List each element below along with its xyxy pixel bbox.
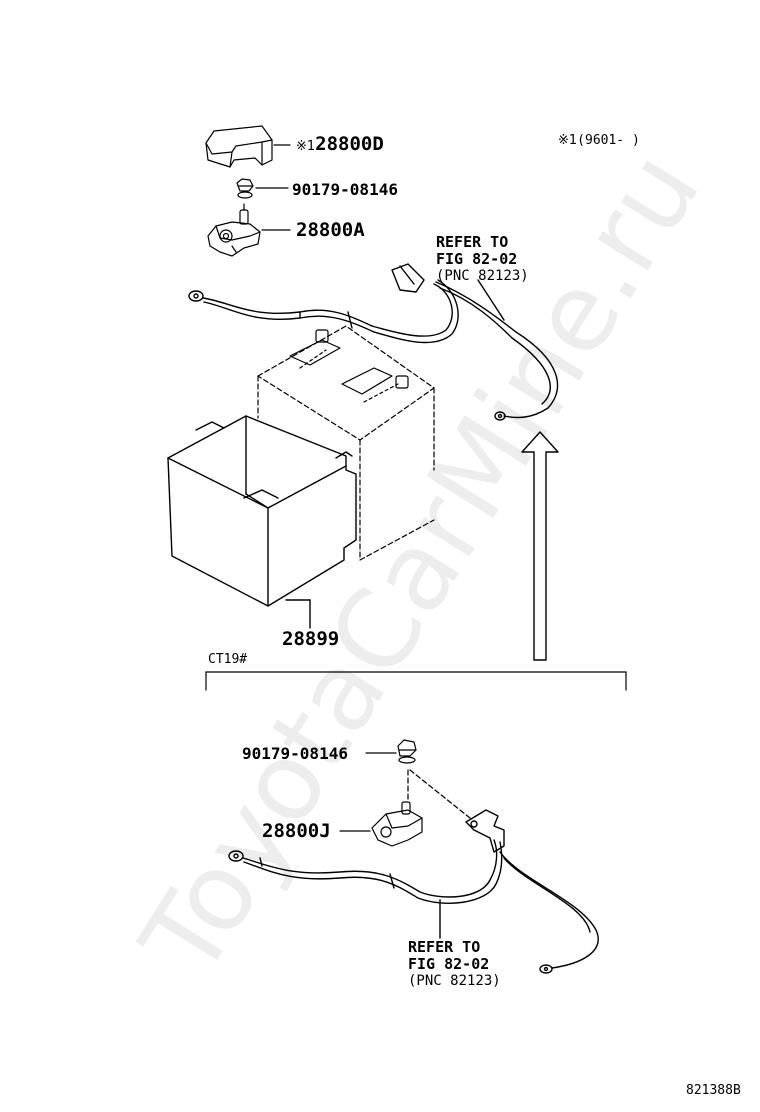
battery-tray-drawing	[167, 415, 357, 629]
refer-upper-line2: FIG 82-02	[436, 250, 518, 268]
upward-arrow	[521, 431, 559, 661]
label-28800D: ※128800D	[296, 135, 384, 154]
battery-top-details	[289, 329, 409, 403]
refer-upper-line3: (PNC 82123)	[436, 268, 529, 284]
label-28800J: 28800J	[262, 820, 331, 842]
variant-label: CT19#	[208, 652, 248, 667]
refer-upper-line1: REFER TO	[436, 233, 509, 251]
clamp-upper-drawing	[207, 203, 291, 257]
clamp-lower-drawing	[339, 801, 423, 847]
label-28899: 28899	[282, 628, 340, 650]
cable-upper-drawing	[188, 263, 559, 421]
refer-lower-line2: FIG 82-02	[408, 955, 490, 973]
part-number-28800D: 28800D	[315, 133, 384, 155]
refer-lower-line1: REFER TO	[408, 938, 481, 956]
label-28800A: 28800A	[296, 219, 365, 241]
battery-phantom-drawing	[257, 325, 435, 561]
footnote-legend-mark-icon: ※1	[558, 133, 578, 148]
footnote-legend: ※1(9601- )	[558, 134, 640, 147]
nut-lower-drawing	[365, 739, 471, 819]
terminal-cover-drawing	[205, 125, 291, 168]
label-nut-upper: 90179-08146	[292, 180, 398, 199]
cable-lower-drawing	[228, 809, 599, 974]
refer-lower-line3: (PNC 82123)	[408, 973, 501, 989]
variant-bracket	[205, 671, 627, 691]
nut-upper-drawing	[236, 178, 289, 199]
label-nut-lower: 90179-08146	[242, 744, 348, 763]
figure-id: 821388B	[686, 1083, 741, 1098]
footnote-mark-icon: ※1	[296, 139, 316, 154]
footnote-legend-text: (9601- )	[577, 133, 640, 148]
